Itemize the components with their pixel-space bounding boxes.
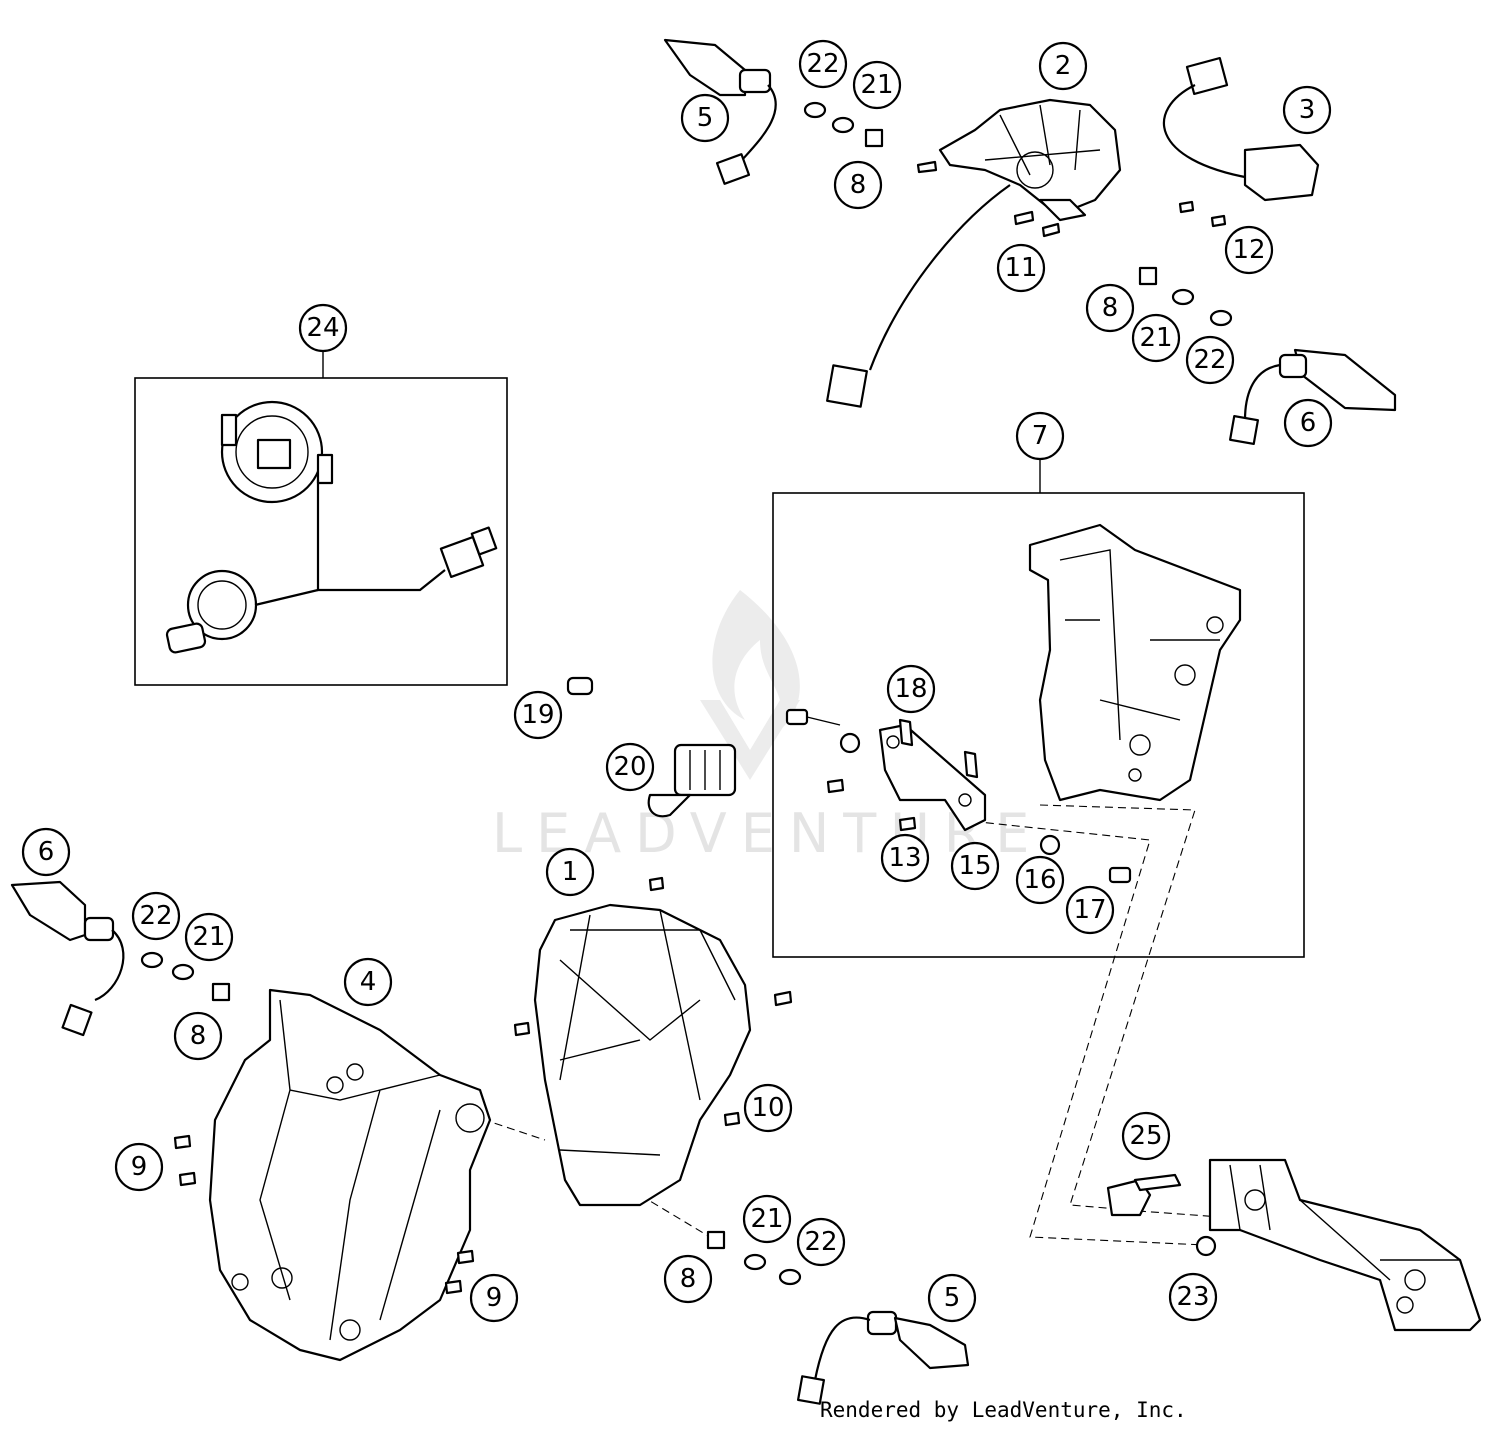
callout-4: 4 xyxy=(343,957,393,1007)
svg-text:8: 8 xyxy=(680,1264,697,1294)
callout-8-left: 8 xyxy=(173,1011,223,1061)
svg-text:7: 7 xyxy=(1032,421,1049,451)
svg-text:19: 19 xyxy=(521,700,554,730)
callout-22-left: 22 xyxy=(131,891,181,941)
svg-text:13: 13 xyxy=(888,843,921,873)
svg-text:22: 22 xyxy=(806,49,839,79)
callout-18: 18 xyxy=(886,664,936,714)
svg-text:22: 22 xyxy=(1193,345,1226,375)
callout-5-bottom: 5 xyxy=(927,1273,977,1323)
part-24-wiring-kit xyxy=(165,400,498,654)
svg-text:8: 8 xyxy=(1102,293,1119,323)
handlebar-clamp xyxy=(1208,1158,1482,1332)
svg-text:21: 21 xyxy=(750,1204,783,1234)
svg-text:16: 16 xyxy=(1023,865,1056,895)
callout-20: 20 xyxy=(605,742,655,792)
svg-text:21: 21 xyxy=(1139,323,1172,353)
footer-credit: Rendered by LeadVenture, Inc. xyxy=(820,1398,1187,1422)
svg-text:20: 20 xyxy=(613,752,646,782)
callout-6-right: 6 xyxy=(1283,398,1333,448)
part-23-washer xyxy=(1195,1235,1217,1257)
svg-text:17: 17 xyxy=(1073,895,1106,925)
svg-text:4: 4 xyxy=(360,967,377,997)
callout-21-right: 21 xyxy=(1131,313,1181,363)
svg-text:22: 22 xyxy=(139,901,172,931)
svg-text:21: 21 xyxy=(192,922,225,952)
callout-13: 13 xyxy=(880,833,930,883)
callout-24: 24 xyxy=(298,303,348,353)
part-1-headlight xyxy=(513,876,793,1207)
part-4-headlight-mask xyxy=(208,988,492,1362)
svg-text:3: 3 xyxy=(1299,95,1316,125)
callout-2: 2 xyxy=(1038,41,1088,91)
svg-text:8: 8 xyxy=(190,1021,207,1051)
part-25-bracket xyxy=(1106,1173,1182,1217)
callout-12: 12 xyxy=(1224,225,1274,275)
callout-16: 16 xyxy=(1015,855,1065,905)
svg-text:5: 5 xyxy=(697,103,714,133)
callout-11: 11 xyxy=(996,243,1046,293)
callout-8-bottom: 8 xyxy=(663,1254,713,1304)
part-6-indicator-left xyxy=(10,880,125,1037)
callout-15: 15 xyxy=(950,841,1000,891)
svg-text:9: 9 xyxy=(486,1283,503,1313)
callout-22-top: 22 xyxy=(798,39,848,89)
svg-text:15: 15 xyxy=(958,851,991,881)
part-6-indicator-right xyxy=(1228,348,1397,446)
callout-8-top: 8 xyxy=(833,160,883,210)
svg-text:8: 8 xyxy=(850,170,867,200)
svg-text:6: 6 xyxy=(38,837,55,867)
callout-23: 23 xyxy=(1168,1272,1218,1322)
callout-5-top: 5 xyxy=(680,93,730,143)
callout-6-left: 6 xyxy=(21,827,71,877)
callout-9-right: 9 xyxy=(469,1273,519,1323)
kit-box-7 xyxy=(772,492,1305,958)
callout-22-bottom: 22 xyxy=(796,1217,846,1267)
svg-text:24: 24 xyxy=(306,313,339,343)
callout-19: 19 xyxy=(513,690,563,740)
svg-text:5: 5 xyxy=(944,1283,961,1313)
svg-text:23: 23 xyxy=(1176,1282,1209,1312)
callout-21-top: 21 xyxy=(852,60,902,110)
svg-text:22: 22 xyxy=(804,1227,837,1257)
callout-22-right: 22 xyxy=(1185,335,1235,385)
svg-text:18: 18 xyxy=(894,674,927,704)
svg-text:2: 2 xyxy=(1055,51,1072,81)
svg-text:12: 12 xyxy=(1232,235,1265,265)
svg-text:25: 25 xyxy=(1129,1121,1162,1151)
callout-8-right: 8 xyxy=(1085,283,1135,333)
svg-text:21: 21 xyxy=(860,70,893,100)
part-3-sensor xyxy=(1162,56,1320,228)
callout-10: 10 xyxy=(743,1083,793,1133)
callout-21-left: 21 xyxy=(184,912,234,962)
svg-text:11: 11 xyxy=(1004,253,1037,283)
svg-text:10: 10 xyxy=(751,1093,784,1123)
svg-text:9: 9 xyxy=(131,1152,148,1182)
part-19-bulb xyxy=(566,676,594,696)
part-20-headlight-bulb xyxy=(647,743,737,818)
callout-9-left: 9 xyxy=(114,1142,164,1192)
callout-21-bottom: 21 xyxy=(742,1194,792,1244)
callout-1: 1 xyxy=(545,847,595,897)
part-5-indicator-bottom xyxy=(796,1310,970,1405)
kit-box-24 xyxy=(134,377,508,686)
svg-text:1: 1 xyxy=(562,857,579,887)
svg-text:6: 6 xyxy=(1300,408,1317,438)
callout-17: 17 xyxy=(1065,885,1115,935)
part-2-dashboard-display xyxy=(826,98,1122,408)
part-7-bracket xyxy=(1028,523,1242,802)
part-5-indicator-top xyxy=(663,38,777,185)
callout-7: 7 xyxy=(1015,411,1065,461)
callout-25: 25 xyxy=(1121,1111,1171,1161)
callout-3: 3 xyxy=(1282,85,1332,135)
